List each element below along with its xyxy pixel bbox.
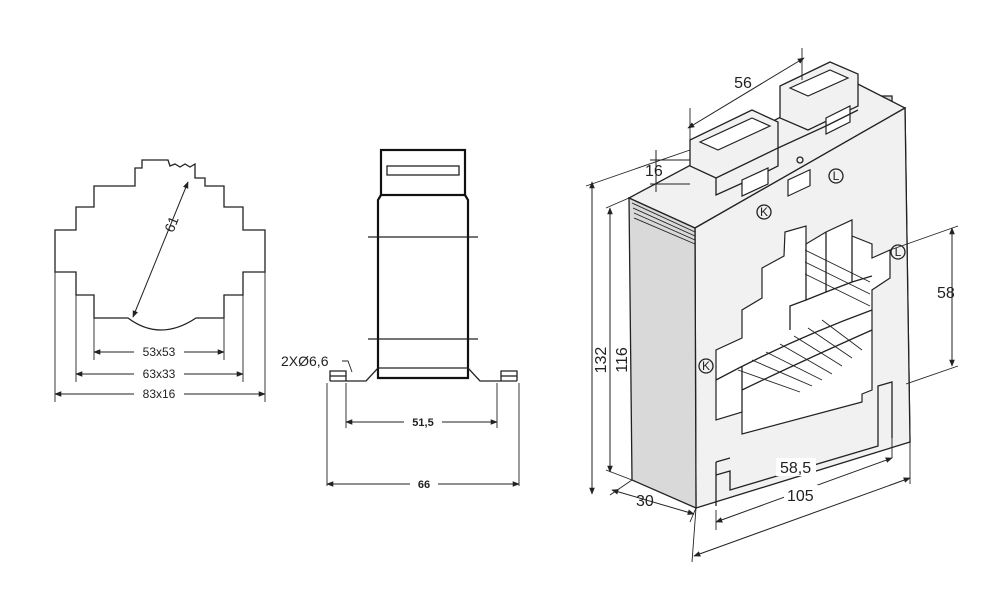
svg-text:K: K [760,205,768,219]
front-view: 61 53x53 63x33 83x16 [54,159,266,402]
iso-mark-k-top: K [756,204,772,220]
side-mounting-holes-label: 2XØ6,6 [281,353,329,369]
iso-mark-l-right: L [890,244,906,260]
iso-height-body-label: 116 [614,347,631,373]
iso-depth-label: 30 [636,493,654,510]
iso-view: K L K L 56 16 132 116 [585,48,959,563]
front-view-outline [54,159,266,331]
iso-terminal-height-label: 16 [645,163,663,180]
iso-top-width-label: 56 [734,75,752,92]
iso-window-width-label: 58,5 [780,460,811,477]
svg-text:L: L [895,245,902,259]
iso-mark-k-left: K [698,358,714,374]
iso-width-label: 105 [787,488,814,505]
front-hole-3-label: 83x16 [143,387,176,401]
side-terminal-slot [386,165,460,176]
side-inner-spacing-label: 51,5 [412,417,433,429]
front-hole-2-label: 63x33 [143,367,176,381]
front-hole-1-label: 53x53 [143,345,176,359]
front-diameter-label: 61 [161,214,182,235]
iso-window-height-label: 58 [937,285,955,302]
iso-height-total-label: 132 [593,347,610,374]
iso-left-face [628,196,697,509]
side-body [376,194,470,380]
iso-mark-l-top: L [828,168,844,184]
side-terminal [379,148,467,197]
side-view: 2XØ6,6 51,5 66 [281,148,520,491]
side-base-width-label: 66 [418,479,430,491]
svg-text:L: L [833,169,840,183]
side-base-flange [330,367,517,382]
svg-text:K: K [702,359,710,373]
